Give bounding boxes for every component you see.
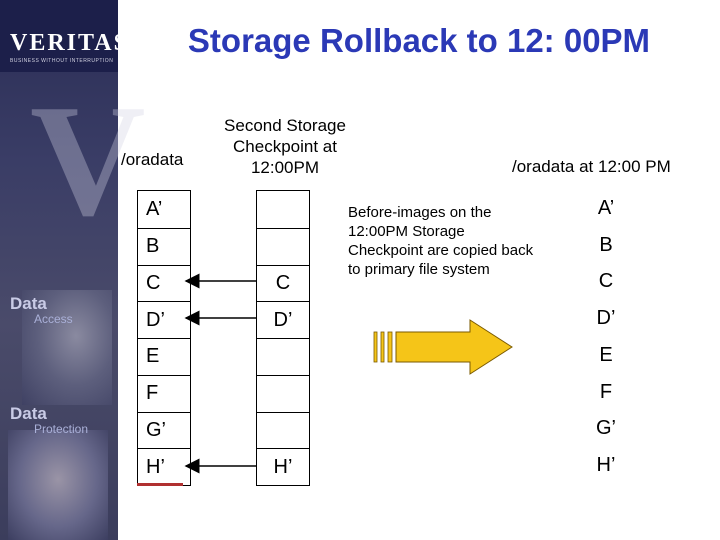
- logo-box: VERITAS BUSINESS WITHOUT INTERRUPTION: [0, 0, 127, 72]
- checkpoint-label: Second Storage Checkpoint at 12:00PM: [224, 116, 346, 177]
- right-fs-label: /oradata at 12:00 PM: [512, 157, 671, 176]
- logo-tagline: BUSINESS WITHOUT INTERRUPTION: [10, 58, 114, 64]
- colMid-block-6: [257, 411, 309, 449]
- sidebar-label-protection: Protection: [34, 422, 89, 436]
- colMid-block-1: [257, 227, 309, 265]
- sidebar-label-data-2: Data: [10, 404, 47, 423]
- colLeft-block-5: F: [138, 374, 190, 412]
- colLeft-block-2: C: [138, 264, 190, 302]
- rollback-note: Before-images on the 12:00PM Storage Che…: [348, 204, 534, 278]
- veritas-logo: VERITAS: [10, 30, 129, 56]
- sidebar-label-access: Access: [34, 312, 73, 326]
- colLeft-block-4: E: [138, 338, 190, 375]
- colMid-block-5: [257, 374, 309, 412]
- colLeft-block-7: H’: [138, 448, 190, 485]
- colLeft-block-3: D’: [138, 301, 190, 338]
- colRight-block-5: F: [599, 380, 613, 403]
- colLeft-block-1: B: [138, 227, 190, 265]
- watermark-v: V: [30, 71, 146, 249]
- colMid-block-4: [257, 338, 309, 375]
- colLeft-block-0: A’: [146, 197, 163, 220]
- colRight-block-0: A’: [597, 196, 615, 219]
- slide-title: Storage Rollback to 12: 00PM: [187, 22, 651, 59]
- sidebar: VERITAS BUSINESS WITHOUT INTERRUPTION V …: [0, 0, 146, 540]
- colMid-block-3: D’: [257, 301, 309, 338]
- colRight-block-2: C: [598, 270, 614, 293]
- photo-protection: [8, 430, 108, 540]
- colLeft-block-6: G’: [138, 411, 190, 449]
- sidebar-label-data-1: Data: [10, 294, 47, 313]
- colMid-block-7: H’: [257, 448, 309, 485]
- colRight-block-6: G’: [596, 417, 616, 440]
- rollback-arrow-icon: [373, 319, 513, 375]
- colRight-block-3: D’: [596, 307, 616, 330]
- colRight-block-1: B: [599, 233, 613, 256]
- colMid-block-2: C: [257, 264, 309, 302]
- bottom-accent: [137, 483, 183, 486]
- photo-access: [22, 290, 112, 405]
- colRight-block-7: H’: [596, 454, 616, 477]
- left-fs-label: /oradata: [121, 150, 184, 169]
- colRight-block-4: E: [599, 343, 613, 366]
